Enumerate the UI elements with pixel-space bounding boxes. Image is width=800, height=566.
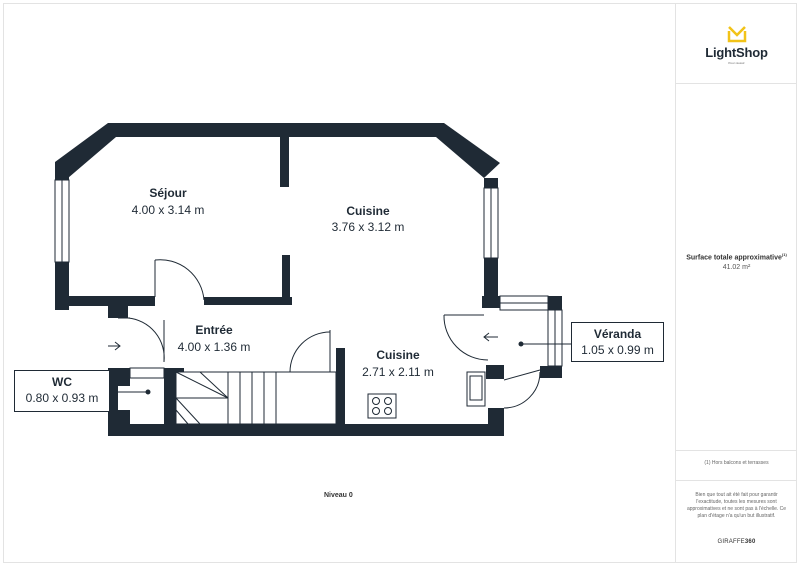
divider <box>676 83 797 84</box>
giraffe360-credit: GIRAFFE360 <box>717 539 756 545</box>
room-dims-wc: 0.80 x 0.93 m <box>25 391 99 405</box>
walls <box>55 123 562 436</box>
room-dims-veranda: 1.05 x 0.99 m <box>581 343 654 357</box>
callout-wc: WC 0.80 x 0.93 m <box>14 370 110 412</box>
room-dims-entree: 4.00 x 1.36 m <box>177 340 251 354</box>
staircase <box>175 371 337 425</box>
doors <box>118 259 541 409</box>
room-name-cuisine-top: Cuisine <box>346 204 390 218</box>
room-dims-cuisine-bottom: 2.71 x 2.11 m <box>362 365 434 379</box>
disclaimer: Bien que tout ait été fait pour garantir… <box>686 492 787 519</box>
surface-superscript: (1) <box>781 252 787 257</box>
info-sidebar: LightShop Pour réussir Surface totale ap… <box>675 3 797 563</box>
room-dims-cuisine-top: 3.76 x 3.12 m <box>331 220 405 234</box>
brand-tagline: Pour réussir <box>728 61 745 65</box>
windows <box>54 179 563 379</box>
arrows <box>108 332 498 351</box>
surface-value: 41.02 m² <box>722 264 751 271</box>
room-name-entree: Entrée <box>195 323 233 337</box>
bottom-wall <box>108 424 504 436</box>
room-name-cuisine-bottom: Cuisine <box>376 348 420 362</box>
footnote: (1) Hors balcons et terrasses <box>704 460 769 466</box>
fixtures <box>367 371 486 419</box>
room-dims-sejour: 4.00 x 3.14 m <box>131 203 205 217</box>
lightshop-logo-icon <box>727 26 747 43</box>
room-name-wc: WC <box>52 375 72 389</box>
stove-icon <box>367 393 397 419</box>
room-name-veranda: Véranda <box>593 327 642 341</box>
page-frame <box>3 3 797 563</box>
divider <box>676 480 797 481</box>
divider <box>676 450 797 451</box>
callout-leaders <box>110 341 571 395</box>
surface-title: Surface totale approximative(1) <box>686 252 787 262</box>
room-name-sejour: Séjour <box>149 186 187 200</box>
brand-name: LightShop <box>705 45 768 60</box>
level-label: Niveau 0 <box>324 492 353 499</box>
top-wall <box>55 123 500 178</box>
callout-veranda: Véranda 1.05 x 0.99 m <box>571 322 664 362</box>
sink-icon <box>466 371 486 407</box>
